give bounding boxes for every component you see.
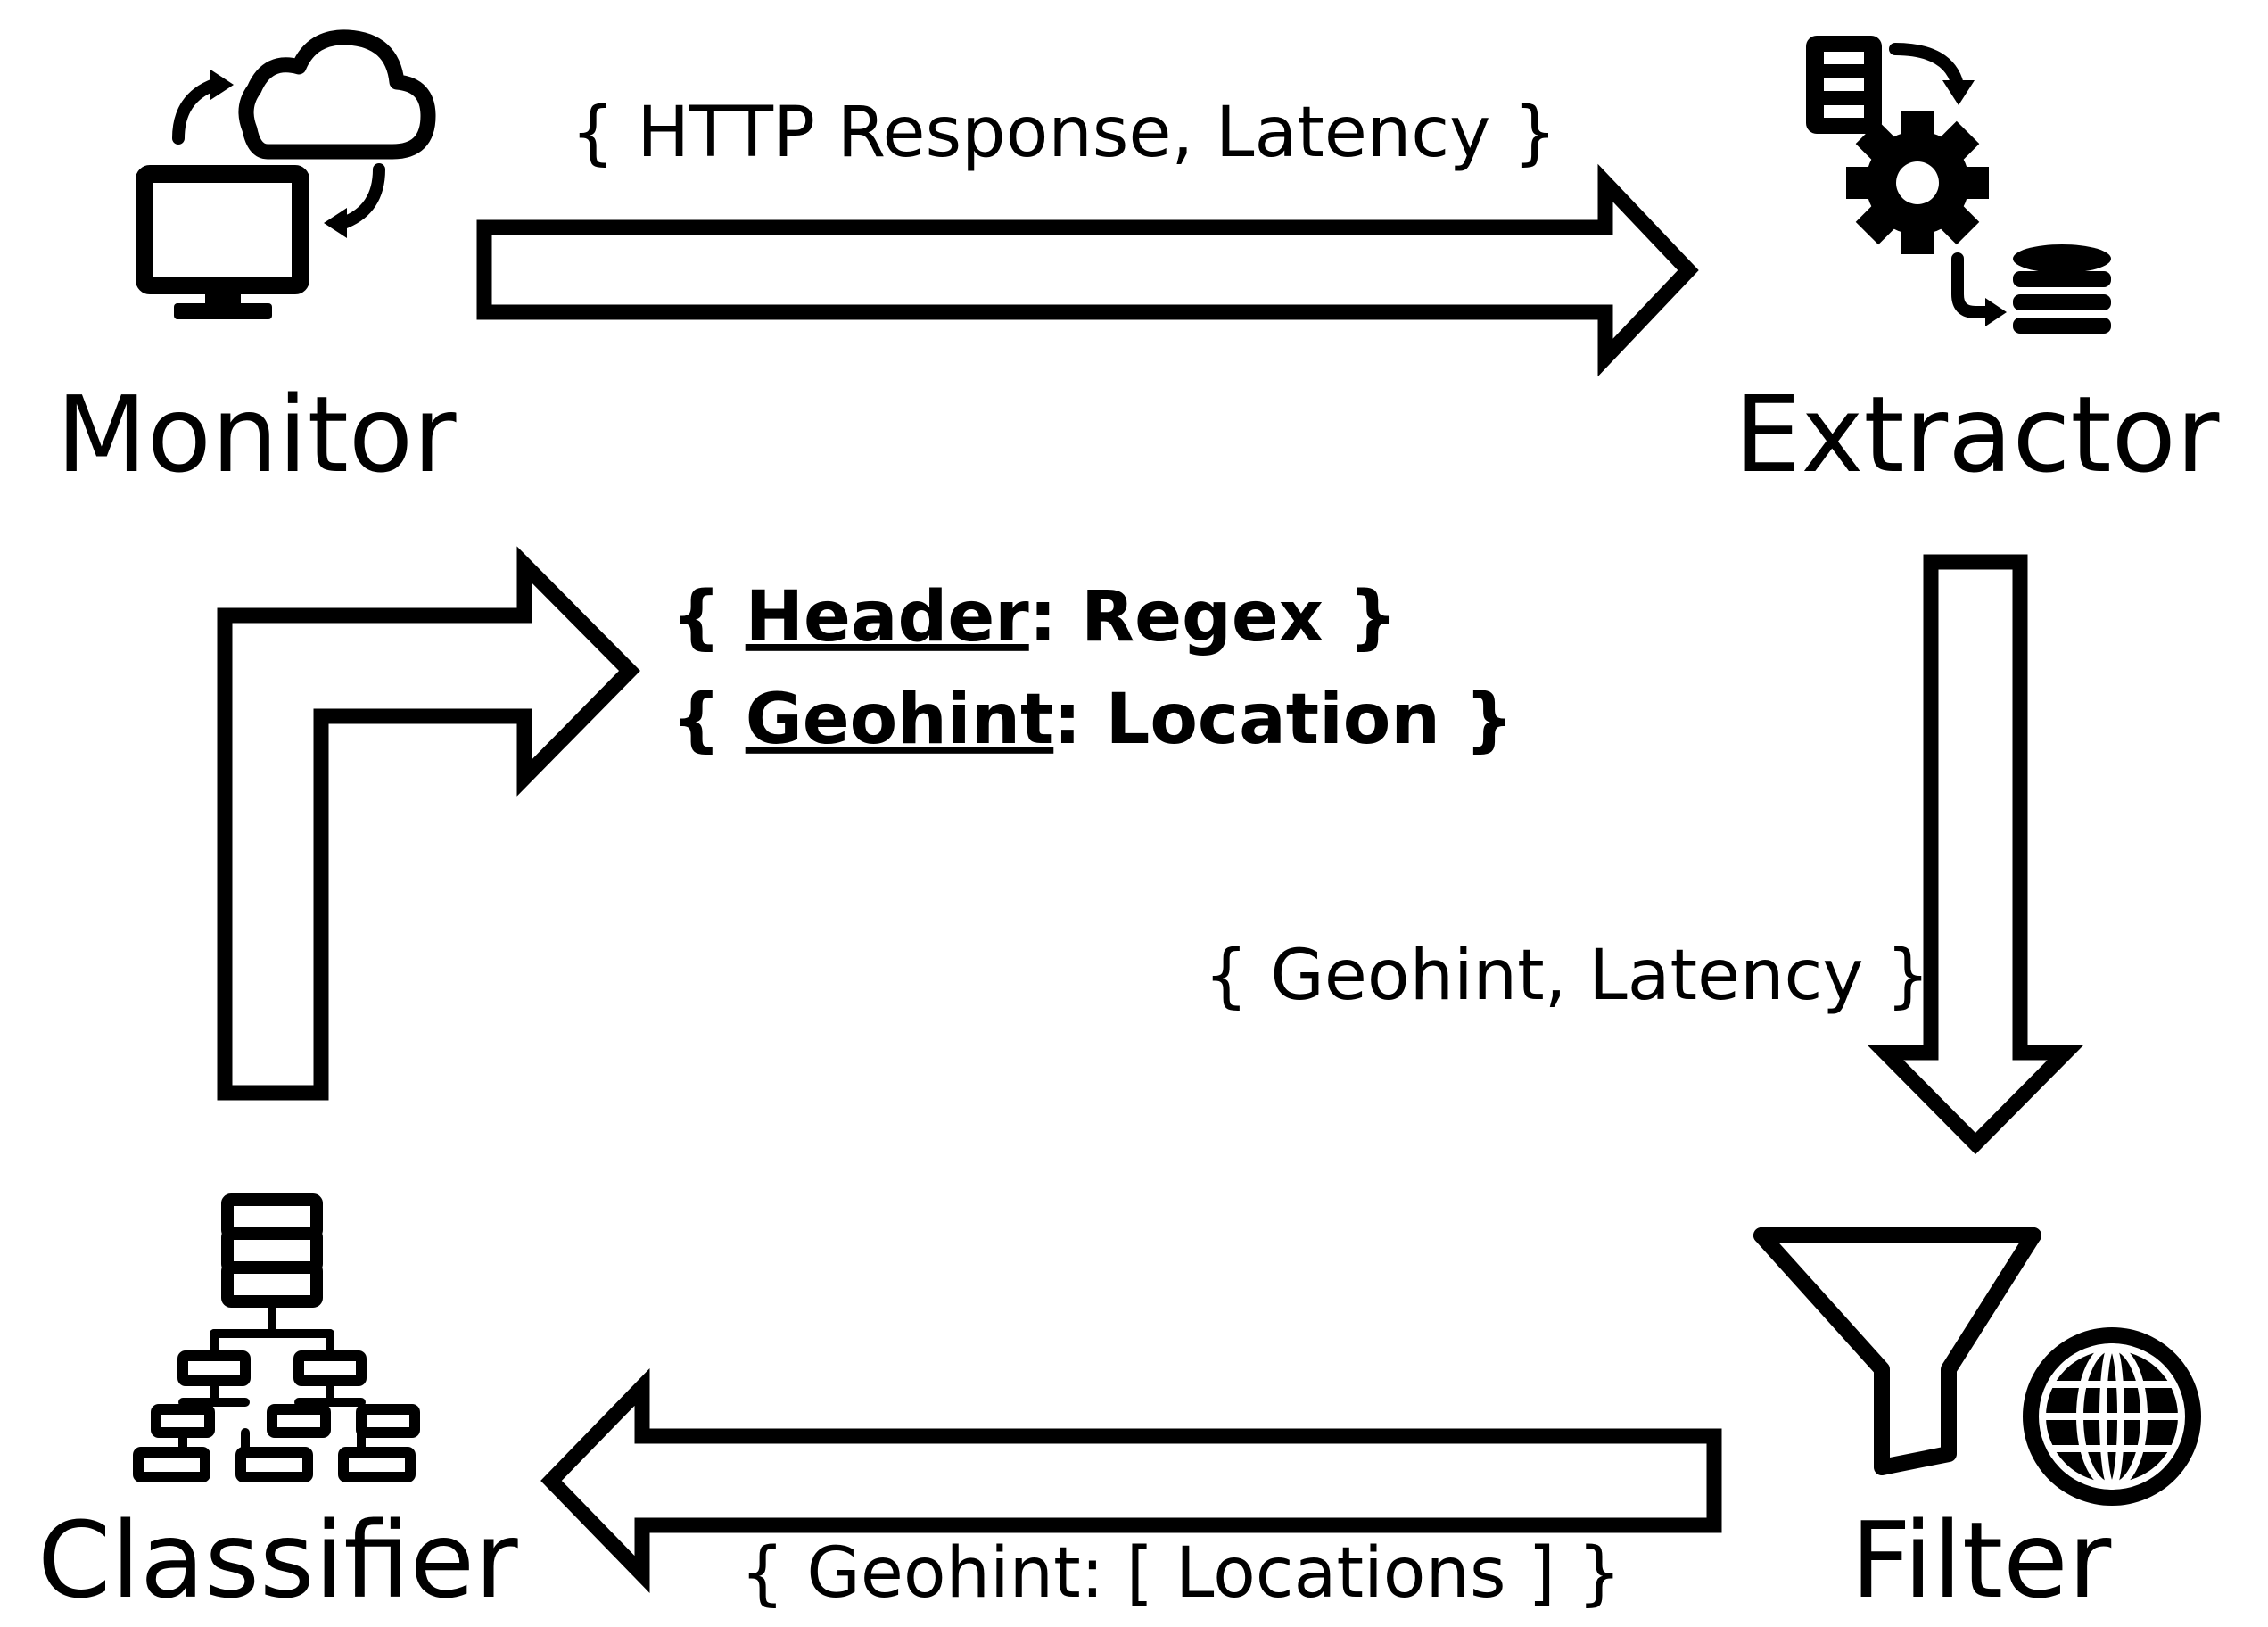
data-transform-gear-icon (1806, 36, 2111, 334)
arrow-classifier-to-monitor (217, 546, 640, 1101)
funnel-globe-icon (1753, 1227, 2201, 1506)
monitor-cloud-sync-icon (136, 29, 436, 319)
edge-label-monitor-to-extractor: { HTTP Response, Latency } (571, 93, 1557, 173)
node-label-extractor: Extractor (1735, 373, 2220, 496)
node-label-filter: Filter (1851, 1499, 2112, 1622)
edge-label-line1-rest: : Regex } (1029, 577, 1398, 657)
node-label-classifier: Classifier (37, 1499, 518, 1622)
edge-label-extractor-to-filter: { Geohint, Latency } (1204, 936, 1930, 1016)
edge-label-line2-rest: : Location } (1053, 680, 1513, 760)
edge-label-filter-to-classifier: { Geohint: [ Locations ] } (740, 1533, 1621, 1614)
arrow-filter-to-classifier (540, 1368, 1722, 1593)
arrow-extractor-to-filter (1867, 554, 2084, 1155)
arrow-monitor-to-extractor (476, 163, 1699, 377)
edge-label-line2-key: Geohint (746, 680, 1054, 760)
edge-label-line1-key: Header (746, 577, 1030, 657)
edge-label-classifier-to-monitor-line1: { Header: Regex } (672, 577, 1398, 657)
edge-label-line2-open: { (672, 680, 746, 760)
edge-label-classifier-to-monitor-line2: { Geohint: Location } (672, 680, 1514, 760)
decision-tree-database-icon (133, 1193, 420, 1482)
node-label-monitor: Monitor (56, 373, 457, 496)
edge-label-line1-open: { (672, 577, 746, 657)
